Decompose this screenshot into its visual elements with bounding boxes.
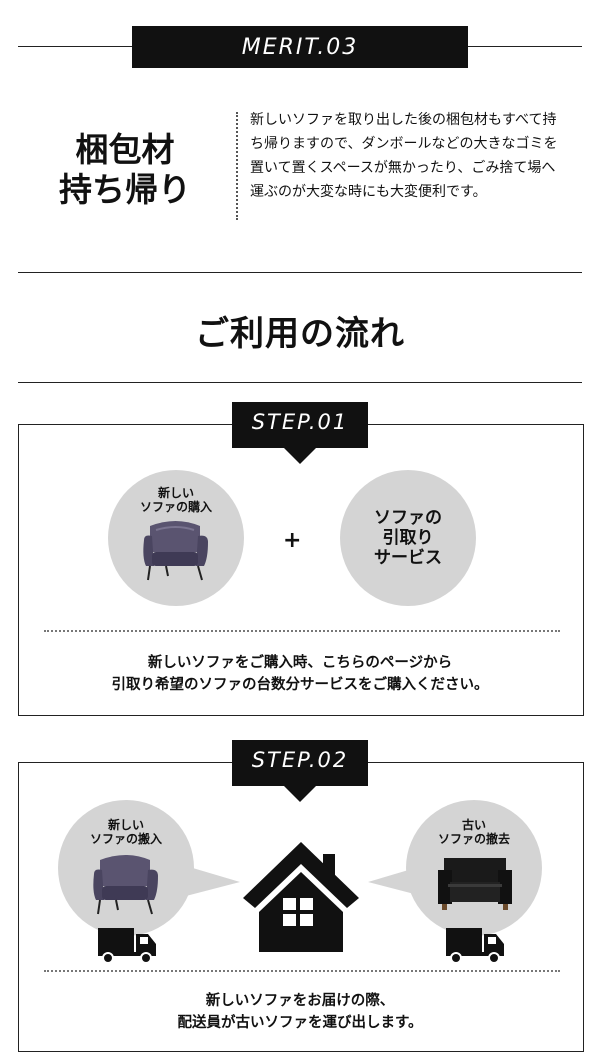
section-rule-bottom: [18, 382, 582, 383]
purple-armchair-icon: [93, 855, 158, 915]
step1-caption: 新しいソファをご購入時、こちらのページから 引取り希望のソファの台数分サービスを…: [111, 655, 489, 693]
step2-divider: [44, 970, 560, 972]
black-sofa-icon: [438, 858, 512, 910]
step2-caption: 新しいソファをお届けの際、 配送員が古いソファを運び出します。: [177, 993, 423, 1031]
merit-description: 新しいソファを取り出した後の梱包材もすべて持ち帰りますので、ダンボールなどの大き…: [250, 112, 558, 200]
plus-sign: +: [283, 528, 302, 553]
step1-divider: [44, 630, 560, 632]
truck-icon: [446, 928, 504, 964]
step1-purchase-circle: 新しい ソファの購入: [108, 470, 244, 606]
merit-badge: MERIT.03: [132, 26, 468, 68]
step2-badge: STEP.02: [232, 740, 368, 804]
step1-panel: [18, 424, 584, 716]
house-icon: [243, 842, 359, 952]
step2-delivery-bubble: 新しい ソファの搬入: [58, 800, 194, 936]
truck-icon: [98, 928, 156, 964]
step2-removal-bubble: 古い ソファの撤去: [406, 800, 542, 936]
step1-service-circle: ソファの 引取り サービス: [340, 470, 476, 606]
flow-title: ご利用の流れ: [195, 314, 405, 354]
section-rule-top: [18, 272, 582, 273]
left-bubble-pointer: [186, 866, 240, 896]
purple-armchair-icon: [143, 521, 208, 581]
step1-badge: STEP.01: [232, 402, 368, 466]
merit-title: 梱包材 持ち帰り: [59, 130, 191, 209]
merit-divider: [236, 112, 238, 220]
